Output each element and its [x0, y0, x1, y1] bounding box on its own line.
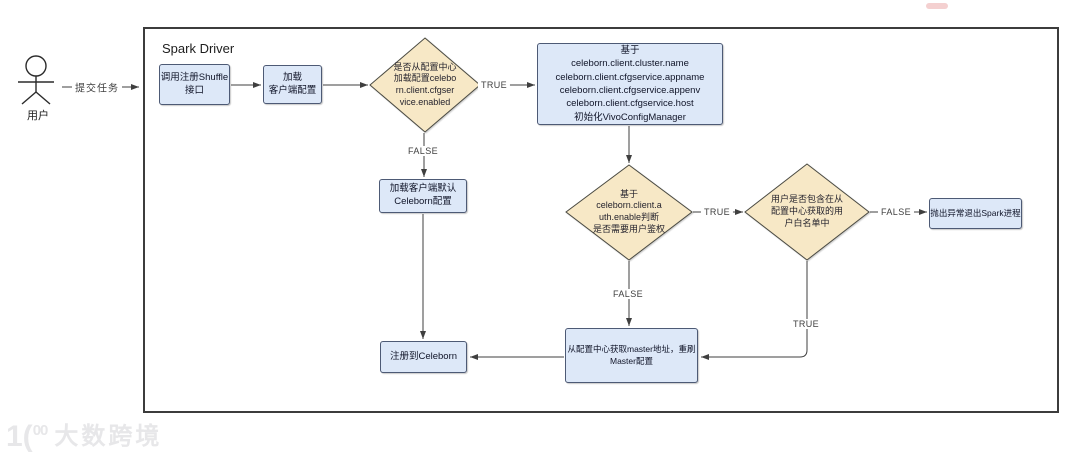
red-smudge-mark	[926, 3, 948, 9]
edge-label-whitelist-true: TRUE	[789, 319, 823, 329]
decision-user-auth-required: 基于 celeborn.client.a uth.enable判断 是否需要用户…	[592, 188, 665, 234]
edge-label-auth-true: TRUE	[700, 207, 734, 217]
node-load-default-celeborn-config: 加载客户端默认 Celeborn配置	[379, 179, 467, 213]
watermark: 1( 00 大数跨境	[6, 422, 162, 452]
edge-label-submit-task: 提交任务	[72, 79, 122, 95]
decision-load-from-config-center: 是否从配置中心 加载配置celebo rn.client.cfgser vice…	[393, 61, 457, 107]
node-load-client-config: 加载 客户端配置	[263, 65, 322, 104]
edge-label-auth-false: FALSE	[609, 289, 647, 299]
node-init-vivo-config-manager: 基于 celeborn.client.cluster.name celeborn…	[537, 43, 723, 125]
edge-label-cfg-false: FALSE	[404, 146, 442, 156]
watermark-brand: 大数跨境	[54, 423, 163, 450]
node-throw-exception-exit-spark: 抛出异常退出Spark进程	[929, 198, 1022, 229]
decision-user-in-whitelist: 用户是否包含在从 配置中心获取的用 户白名单中	[770, 194, 843, 228]
spark-driver-title: Spark Driver	[162, 41, 235, 56]
node-call-register-shuffle: 调用注册Shuffle 接口	[159, 64, 230, 105]
edge-label-cfg-true: TRUE	[477, 80, 511, 90]
node-refresh-master-config: 从配置中心获取master地址，重刷 Master配置	[565, 328, 698, 383]
watermark-logo-sup: 00	[32, 422, 49, 439]
node-register-to-celeborn: 注册到Celeborn	[380, 341, 467, 373]
edge-label-whitelist-false: FALSE	[877, 207, 915, 217]
user-actor-icon	[18, 55, 54, 105]
watermark-logo-icon: 1(	[6, 420, 33, 453]
actor-label: 用户	[27, 110, 49, 122]
